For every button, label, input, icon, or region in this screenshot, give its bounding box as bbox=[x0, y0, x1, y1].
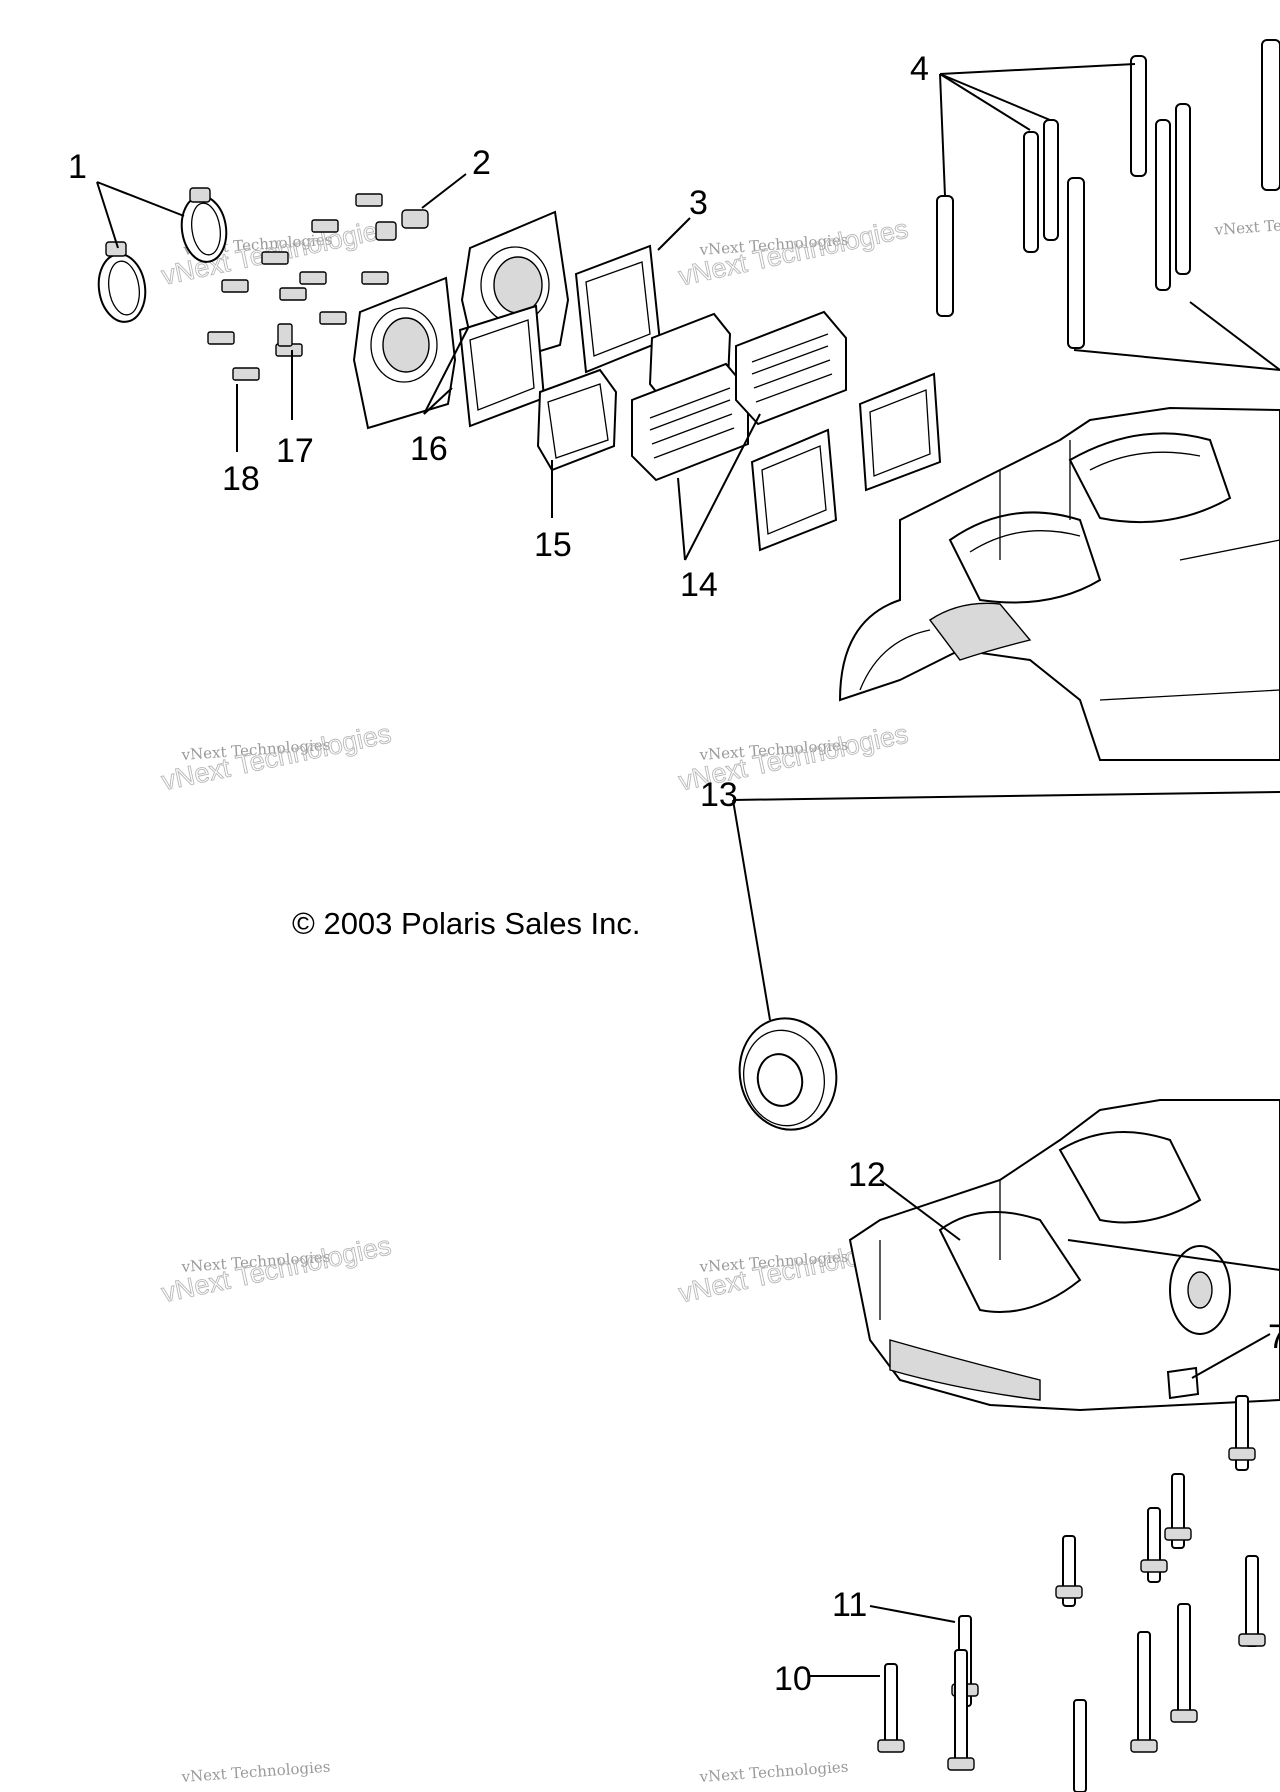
watermark: vNext Technologies bbox=[180, 1758, 331, 1786]
callout-17: 17 bbox=[276, 432, 314, 470]
svg-text:vNext Technologies: vNext Technologies bbox=[180, 1758, 331, 1786]
leader-lines bbox=[96, 63, 1280, 1677]
upper-crankcase bbox=[838, 406, 1280, 761]
callout-3: 3 bbox=[689, 184, 708, 222]
gasket-3 bbox=[574, 244, 662, 374]
callout-10: 10 bbox=[774, 1660, 812, 1698]
callout-2: 2 bbox=[472, 144, 491, 182]
lower-crankcase bbox=[848, 1099, 1280, 1412]
crankcase-bolts bbox=[877, 1395, 1266, 1792]
watermark: vNext Technologies vNext Technologies bbox=[158, 1230, 394, 1309]
callout-15: 15 bbox=[534, 526, 572, 564]
watermark: vNext Technologies bbox=[698, 1758, 849, 1786]
hose-clamps bbox=[97, 187, 228, 323]
reed-gaskets bbox=[750, 372, 942, 552]
callout-16: 16 bbox=[410, 430, 448, 468]
svg-text:vNext Technologies: vNext Technologies bbox=[698, 1758, 849, 1786]
watermark: vNext Technologies vNext Technologies bbox=[676, 213, 912, 292]
callout-4: 4 bbox=[910, 50, 929, 88]
callout-11: 11 bbox=[832, 1586, 867, 1624]
callout-18: 18 bbox=[222, 460, 260, 498]
crank-seal bbox=[738, 1017, 838, 1131]
watermark: vNext Technologies bbox=[1213, 211, 1280, 239]
small-screws bbox=[207, 193, 429, 381]
copyright-notice: © 2003 Polaris Sales Inc. bbox=[292, 906, 641, 941]
intake-flanges bbox=[352, 210, 570, 430]
callout-13: 13 bbox=[700, 776, 738, 814]
watermark: vNext Technologies vNext Technologies bbox=[158, 718, 394, 797]
cylinder-studs bbox=[936, 39, 1280, 349]
callout-14: 14 bbox=[680, 566, 718, 604]
reed-assemblies bbox=[536, 310, 847, 482]
callout-labels: 1 2 3 4 18 17 16 15 14 13 12 7 11 10 bbox=[68, 50, 1280, 1698]
callout-12: 12 bbox=[848, 1156, 886, 1194]
callout-1: 1 bbox=[68, 148, 87, 186]
callout-7: 7 bbox=[1268, 1318, 1280, 1356]
svg-text:vNext Technologies: vNext Technologies bbox=[1213, 211, 1280, 239]
